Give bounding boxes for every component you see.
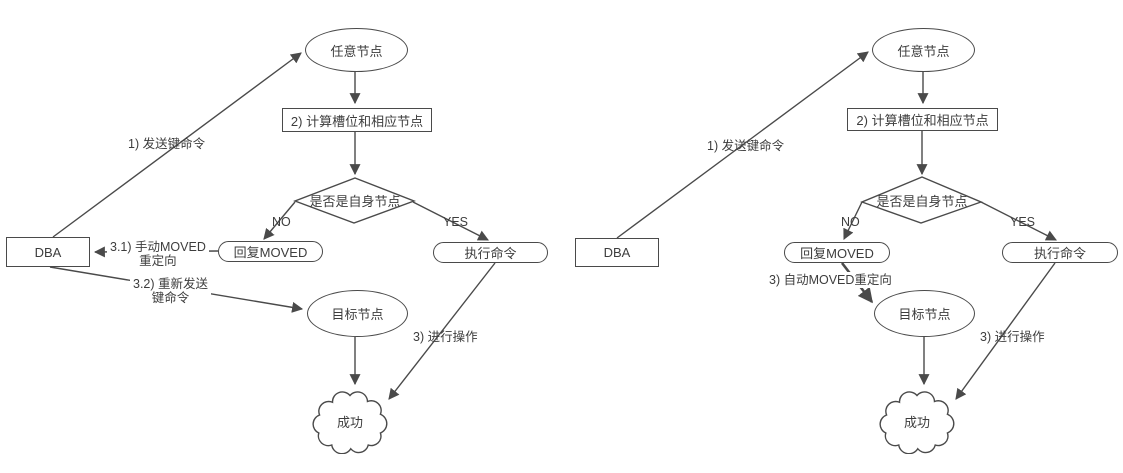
left-dba-box: DBA bbox=[6, 237, 90, 267]
left-calc-slot-box: 2) 计算槽位和相应节点 bbox=[282, 108, 432, 132]
left-operate-label: 3) 进行操作 bbox=[413, 330, 478, 344]
right-calc-slot-box: 2) 计算槽位和相应节点 bbox=[847, 108, 998, 131]
left-success-cloud bbox=[312, 388, 388, 454]
edge-right-exec-to-success bbox=[955, 262, 1056, 400]
left-resend-key-label: 3.2) 重新发送 键命令 bbox=[130, 276, 212, 306]
right-decision-label: 是否是自身节点 bbox=[876, 193, 968, 209]
edge-right-dba-to-any bbox=[616, 51, 869, 239]
left-yes-label: YES bbox=[443, 215, 469, 229]
right-reply-moved-box: 回复MOVED bbox=[784, 242, 890, 263]
left-no-label: NO bbox=[272, 215, 291, 229]
right-exec-cmd-box: 执行命令 bbox=[1002, 242, 1118, 263]
left-exec-cmd-box: 执行命令 bbox=[433, 242, 548, 263]
left-reply-moved-box: 回复MOVED bbox=[218, 241, 323, 262]
right-operate-label: 3) 进行操作 bbox=[980, 330, 1045, 344]
left-success-label: 成功 bbox=[336, 415, 363, 430]
edge-left-dba-to-any bbox=[52, 52, 302, 238]
edge-left-exec-to-success bbox=[388, 262, 496, 400]
edge-left-decision-yes bbox=[412, 201, 489, 241]
right-any-node-ellipse: 任意节点 bbox=[872, 28, 975, 72]
right-dba-box: DBA bbox=[575, 238, 659, 267]
right-success-label: 成功 bbox=[903, 415, 930, 430]
right-decision-diamond bbox=[860, 176, 983, 224]
left-decision-diamond bbox=[293, 177, 416, 224]
left-target-node-ellipse: 目标节点 bbox=[307, 290, 408, 337]
right-auto-moved-label: 3) 自动MOVED重定向 bbox=[766, 272, 895, 288]
left-send-key-label: 1) 发送键命令 bbox=[128, 137, 206, 151]
right-send-key-label: 1) 发送键命令 bbox=[707, 139, 785, 153]
right-success-cloud bbox=[879, 388, 955, 454]
edge-left-decision-no bbox=[263, 201, 296, 240]
left-manual-moved-label: 3.1) 手动MOVED 重定向 bbox=[107, 239, 209, 269]
edge-right-decision-no bbox=[843, 201, 863, 240]
right-no-label: NO bbox=[841, 215, 860, 229]
edge-right-decision-yes bbox=[980, 201, 1057, 241]
right-yes-label: YES bbox=[1010, 215, 1036, 229]
left-decision-label: 是否是自身节点 bbox=[309, 193, 401, 209]
left-any-node-ellipse: 任意节点 bbox=[305, 28, 408, 72]
right-target-node-ellipse: 目标节点 bbox=[874, 290, 975, 337]
